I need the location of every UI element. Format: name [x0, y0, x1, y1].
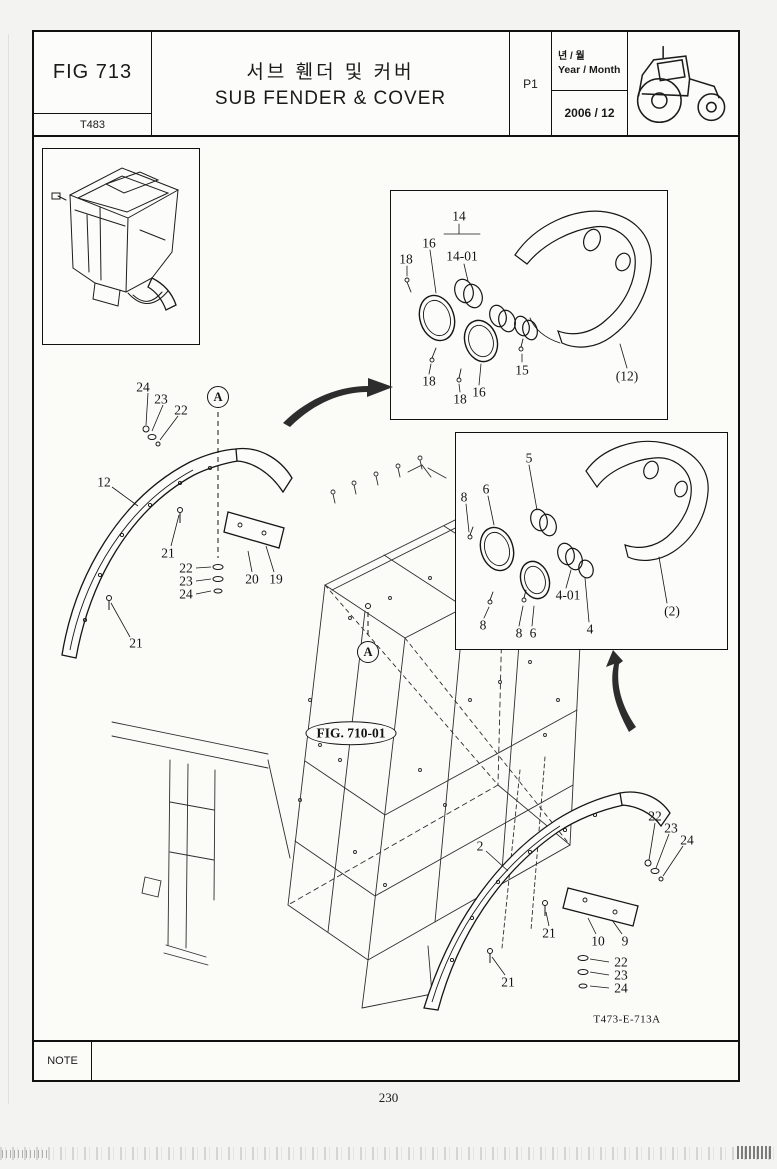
tractor-icon: [636, 45, 726, 123]
figure-title-cell: 서브 휀더 및 커버 SUB FENDER & COVER: [152, 32, 510, 135]
note-body-empty: [92, 1042, 738, 1080]
year-month-value: 2006 / 12: [552, 90, 627, 135]
sheet-code: P1: [510, 32, 552, 135]
note-label: NOTE: [34, 1042, 92, 1080]
note-box: NOTE: [32, 1040, 740, 1082]
scan-noise-left: [2, 1150, 48, 1158]
scan-noise-band: [0, 1147, 777, 1160]
model-code: T483: [34, 113, 151, 135]
year-month-cell: 년 / 월 Year / Month 2006 / 12: [552, 32, 628, 135]
page-number: 230: [378, 1090, 399, 1105]
tractor-logo-cell: [628, 32, 738, 135]
scan-edge-artifact: [8, 34, 9, 1104]
title-block: FIG 713 T483 서브 휀더 및 커버 SUB FENDER & COV…: [32, 30, 740, 137]
figure-title-english: SUB FENDER & COVER: [214, 88, 447, 109]
figure-number: FIG 713: [52, 61, 133, 83]
detail-inset-top: [390, 190, 668, 420]
year-month-label-english: Year / Month: [558, 63, 621, 76]
detail-inset-middle: [455, 432, 728, 650]
cab-location-thumbnail-box: [42, 148, 200, 345]
year-month-label-korean: 년 / 월: [558, 50, 585, 62]
figure-number-cell: FIG 713 T483: [34, 32, 152, 135]
year-month-labels: 년 / 월 Year / Month: [552, 32, 627, 90]
scan-noise-right: [737, 1146, 771, 1159]
figure-title-korean: 서브 휀더 및 커버: [246, 62, 415, 83]
